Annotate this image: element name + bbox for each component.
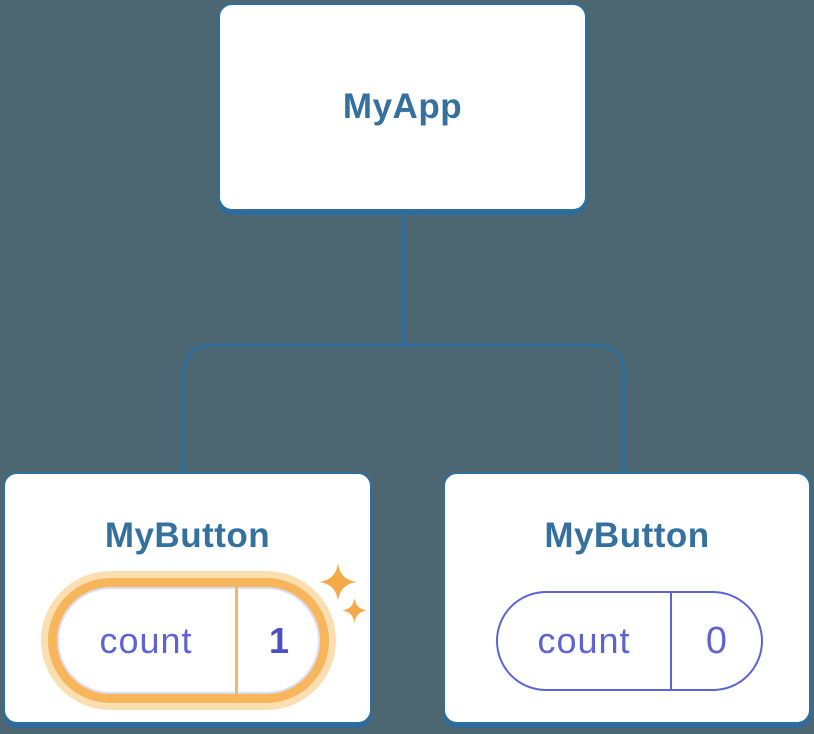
state-key-cell: count (498, 593, 672, 689)
sparkle-icon-large (319, 563, 357, 601)
node-mybutton-1: MyButton count 1 (3, 472, 372, 724)
node-myapp: MyApp (218, 3, 587, 211)
state-key: count (537, 620, 631, 661)
node-label: MyButton (544, 516, 710, 555)
state-pill: count 0 (496, 591, 763, 691)
state-value-cell: 1 (238, 587, 320, 694)
state-value: 0 (705, 619, 728, 662)
state-key: count (99, 619, 193, 661)
node-label: MyButton (104, 516, 271, 555)
state-pill-highlighted: count 1 (48, 578, 329, 703)
state-value-cell: 0 (672, 593, 761, 689)
connector-bracket (182, 343, 625, 476)
node-mybutton-2: MyButton count 0 (443, 472, 811, 724)
sparkle-icon-small (342, 598, 367, 623)
state-key-cell: count (57, 587, 238, 694)
state-value: 1 (268, 619, 290, 661)
node-label: MyApp (342, 87, 463, 126)
